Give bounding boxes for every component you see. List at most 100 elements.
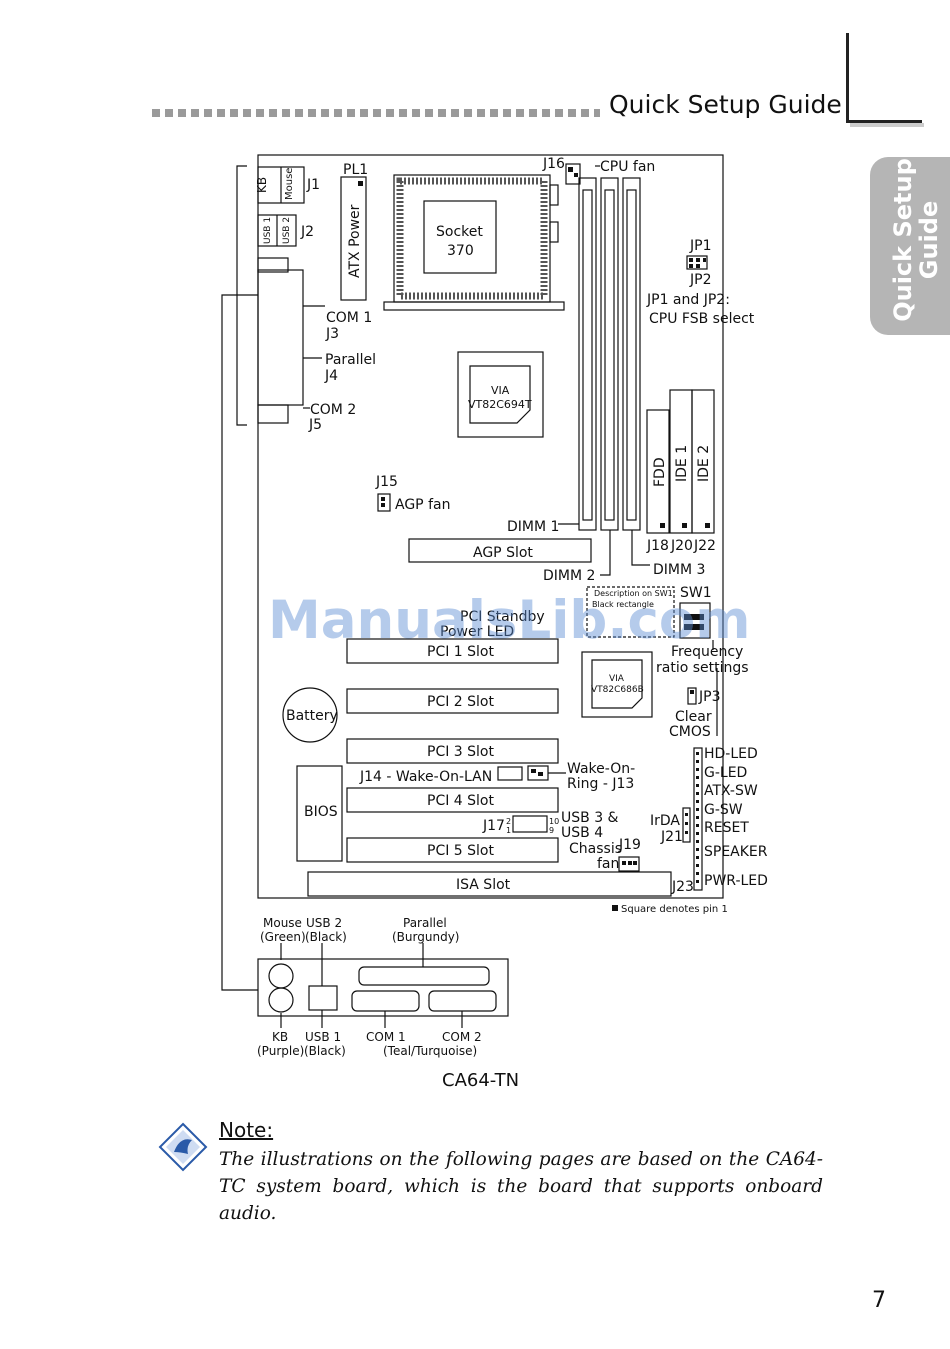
board-outline: [257, 154, 724, 899]
dimm1-label: DIMM 1: [507, 519, 559, 535]
jp2-label: JP2: [689, 272, 711, 288]
pci3-slot: [346, 738, 559, 764]
southbridge-label-1: VIA: [609, 674, 625, 684]
northbridge-label-1: VIA: [491, 384, 510, 397]
io-burgundy-label: (Burgundy): [392, 930, 459, 944]
io-black2-label: (Black): [304, 1044, 346, 1058]
j15-connector: [377, 493, 391, 512]
io-usb1-label: USB 1: [305, 1030, 341, 1044]
parallel-port: [358, 966, 490, 986]
io-parallel-label: Parallel: [403, 916, 447, 930]
bios-label: BIOS: [304, 804, 338, 820]
pci5-slot: [346, 837, 559, 863]
header-pins: [696, 752, 699, 883]
j15-label: J15: [375, 474, 398, 490]
j17-label: J17: [482, 818, 505, 834]
corner-mark-vertical: [846, 33, 849, 123]
page-header-title: Quick Setup Guide: [609, 90, 842, 119]
sw1-label: SW1: [680, 585, 712, 601]
mouse-label: Mouse: [284, 168, 295, 200]
page-number: 7: [872, 1288, 886, 1313]
cpu-fan-label: CPU fan: [600, 159, 655, 175]
j17-pin2: 2: [506, 817, 511, 826]
chassis-label-1: Chassis: [569, 841, 622, 857]
jp3-jumper: [687, 687, 697, 705]
agp-fan-label: AGP fan: [395, 497, 450, 513]
j17-connector: [512, 815, 548, 833]
pwrled-label: PWR-LED: [704, 873, 768, 889]
pci3-label: PCI 3 Slot: [427, 744, 494, 760]
io-com1-label: COM 1: [366, 1030, 406, 1044]
pci4-label: PCI 4 Slot: [427, 793, 494, 809]
jp1-jp2-jumpers: [686, 255, 708, 270]
bios-chip: [296, 765, 343, 862]
j17-pin1: 1: [506, 826, 511, 835]
clear-label-2: CMOS: [669, 724, 711, 740]
jp-desc-2: CPU FSB select: [649, 311, 755, 327]
j14-connector: [497, 766, 523, 781]
isa-label: ISA Slot: [456, 877, 511, 893]
mouse-port: [268, 963, 294, 989]
com2-header-label: COM 2: [310, 402, 356, 418]
pci5-label: PCI 5 Slot: [427, 843, 494, 859]
j3-label: J3: [325, 326, 339, 342]
j1-label: J1: [306, 177, 320, 193]
j19-connector: [618, 856, 640, 872]
note-text: The illustrations on the following pages…: [219, 1149, 823, 1224]
square-note: Square denotes pin 1: [621, 904, 728, 915]
usb-ports: [308, 985, 338, 1011]
jp1-label: JP1: [689, 238, 711, 254]
gsw-label: G-SW: [704, 802, 743, 818]
com1-port: [351, 990, 420, 1012]
io-kb-label: KB: [272, 1030, 288, 1044]
wor-label-1: Wake-On-: [567, 761, 635, 777]
j2-label: J2: [300, 224, 314, 240]
io-black1-label: (Black): [305, 930, 347, 944]
j20-label: J20: [670, 538, 693, 554]
southbridge-chip: [581, 651, 653, 718]
agp-slot-label: AGP Slot: [473, 545, 533, 561]
dimm2-label: DIMM 2: [543, 568, 595, 584]
reset-label: RESET: [704, 820, 749, 836]
southbridge-label-2: VT82C686B: [591, 685, 644, 695]
io-usb2-label: USB 2: [306, 916, 342, 930]
pl1-label: PL1: [343, 162, 368, 178]
kb-label: KB: [255, 177, 269, 193]
usb2-label: USB 2: [282, 217, 292, 244]
note-icon: [158, 1122, 208, 1172]
corner-mark-shadow: [850, 123, 924, 127]
com1-header-label: COM 1: [326, 310, 372, 326]
ide1-label: IDE 1: [674, 445, 690, 482]
freq-label-2: ratio settings: [656, 660, 749, 676]
isa-slot: [307, 871, 672, 897]
socket-label-1: Socket: [436, 224, 483, 240]
io-green-label: (Green): [260, 930, 306, 944]
io-purple-label: (Purple): [257, 1044, 304, 1058]
dimm3-label: DIMM 3: [653, 562, 705, 578]
sw1-description-box: [586, 586, 675, 638]
usb1-label: USB 1: [263, 217, 273, 244]
com2-port: [428, 990, 497, 1012]
northbridge-label-2: VT82C694T: [468, 398, 532, 411]
j22-label: J22: [693, 538, 716, 554]
pci1-label: PCI 1 Slot: [427, 644, 494, 660]
usb34-label-2: USB 4: [561, 825, 603, 841]
io-panel: [257, 958, 509, 1017]
wor-label-2: Ring - J13: [567, 776, 634, 792]
ide2-connector: [691, 389, 715, 534]
northbridge-chip: [457, 351, 544, 438]
irda-connector: [682, 807, 691, 843]
com-parallel-block: [257, 269, 304, 406]
j18-label: J18: [646, 538, 669, 554]
fdd-label: FDD: [652, 457, 668, 487]
freq-label-1: Frequency: [671, 644, 743, 660]
j16-connector: [565, 163, 581, 185]
dimm-slot-3: [622, 177, 641, 531]
jp-desc-1: JP1 and JP2:: [646, 292, 730, 308]
motherboard-diagram: KB Mouse J1 USB 1 USB 2 J2 PL1 ATX Power…: [221, 154, 768, 1091]
j16-label: J16: [542, 156, 565, 172]
pci-standby-label-2: Power LED: [440, 624, 514, 640]
header-dot-rule: [152, 108, 600, 118]
io-com2-label: COM 2: [442, 1030, 482, 1044]
j17-pin10: 10: [549, 817, 559, 826]
